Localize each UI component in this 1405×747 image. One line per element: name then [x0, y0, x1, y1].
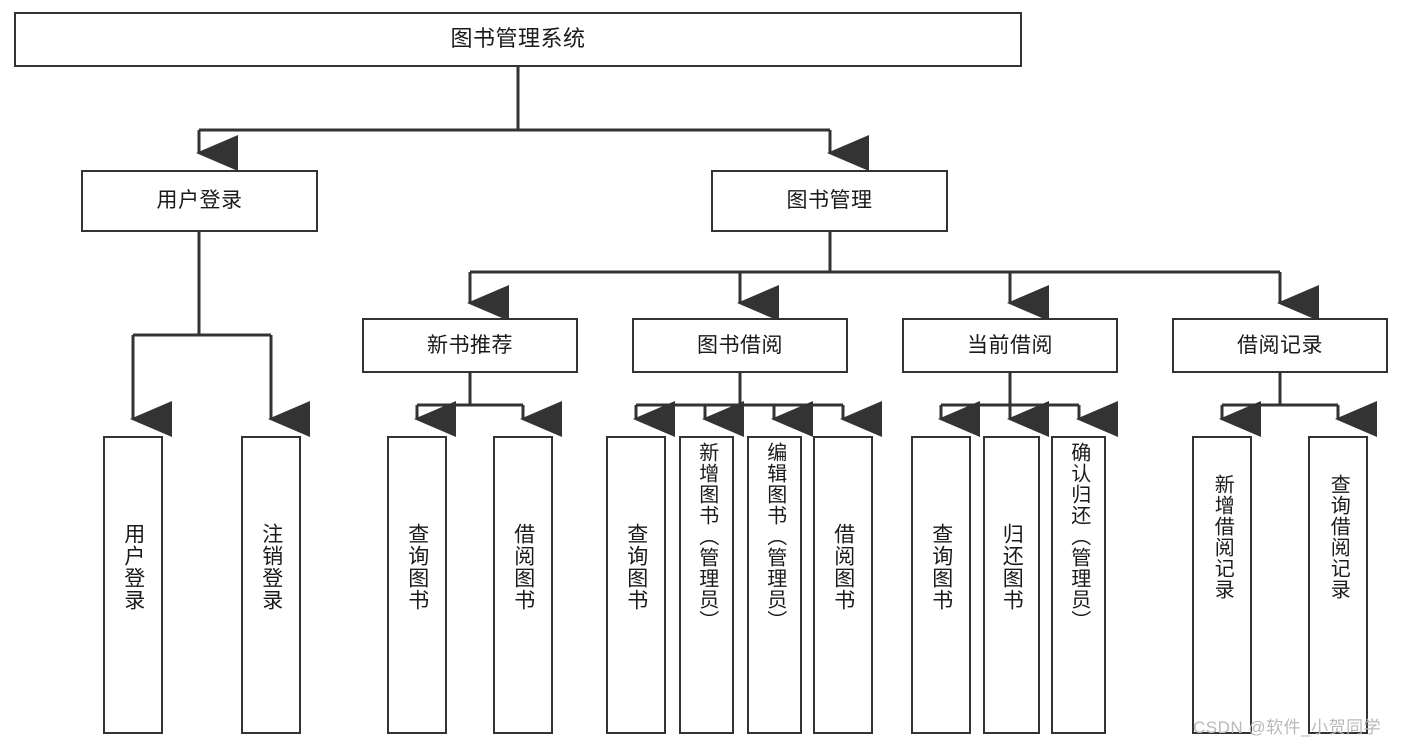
node-label: 用户登录: [156, 189, 243, 213]
node-label: 查询借阅记录: [1327, 474, 1350, 600]
node-label: 归还图书: [1000, 523, 1024, 611]
leaf-borrow-book-recommend[interactable]: 借阅图书: [493, 436, 553, 734]
node-label: 用户登录: [121, 523, 145, 611]
node-current-borrow[interactable]: 当前借阅: [902, 318, 1118, 373]
node-label: 编辑图书（管理员）: [763, 442, 786, 631]
node-label: 新书推荐: [427, 333, 513, 357]
leaf-query-book-borrow[interactable]: 查询图书: [606, 436, 666, 734]
node-book-manage[interactable]: 图书管理: [711, 170, 948, 232]
csdn-watermark: CSDN @软件_小贺同学: [1193, 718, 1382, 737]
node-new-book-recommend[interactable]: 新书推荐: [362, 318, 578, 373]
node-root-book-management-system[interactable]: 图书管理系统: [14, 12, 1022, 67]
node-label: 新增借阅记录: [1211, 474, 1234, 600]
node-book-borrow[interactable]: 图书借阅: [632, 318, 848, 373]
leaf-borrow-book-borrow[interactable]: 借阅图书: [813, 436, 873, 734]
leaf-user-login[interactable]: 用户登录: [103, 436, 163, 734]
node-label: 图书管理: [786, 189, 873, 213]
node-label: 查询图书: [405, 523, 429, 611]
leaf-confirm-return-admin[interactable]: 确认归还（管理员）: [1051, 436, 1106, 734]
leaf-query-book-recommend[interactable]: 查询图书: [387, 436, 447, 734]
node-label: 查询图书: [624, 523, 648, 611]
leaf-add-book-admin[interactable]: 新增图书（管理员）: [679, 436, 734, 734]
node-label: 图书管理系统: [450, 26, 586, 52]
leaf-add-borrow-record[interactable]: 新增借阅记录: [1192, 436, 1252, 734]
node-label: 查询图书: [929, 523, 953, 611]
node-borrow-record[interactable]: 借阅记录: [1172, 318, 1388, 373]
leaf-return-book[interactable]: 归还图书: [983, 436, 1040, 734]
leaf-query-book-current[interactable]: 查询图书: [911, 436, 971, 734]
node-label: 当前借阅: [967, 333, 1053, 357]
node-label: 确认归还（管理员）: [1067, 442, 1090, 631]
node-label: 借阅图书: [511, 523, 535, 611]
node-label: 借阅图书: [831, 523, 855, 611]
leaf-query-borrow-record[interactable]: 查询借阅记录: [1308, 436, 1368, 734]
node-user-login[interactable]: 用户登录: [81, 170, 318, 232]
node-label: 借阅记录: [1237, 333, 1323, 357]
node-label: 新增图书（管理员）: [695, 442, 718, 631]
node-label: 图书借阅: [697, 333, 783, 357]
leaf-user-logout[interactable]: 注销登录: [241, 436, 301, 734]
node-label: 注销登录: [259, 523, 283, 611]
leaf-edit-book-admin[interactable]: 编辑图书（管理员）: [747, 436, 802, 734]
